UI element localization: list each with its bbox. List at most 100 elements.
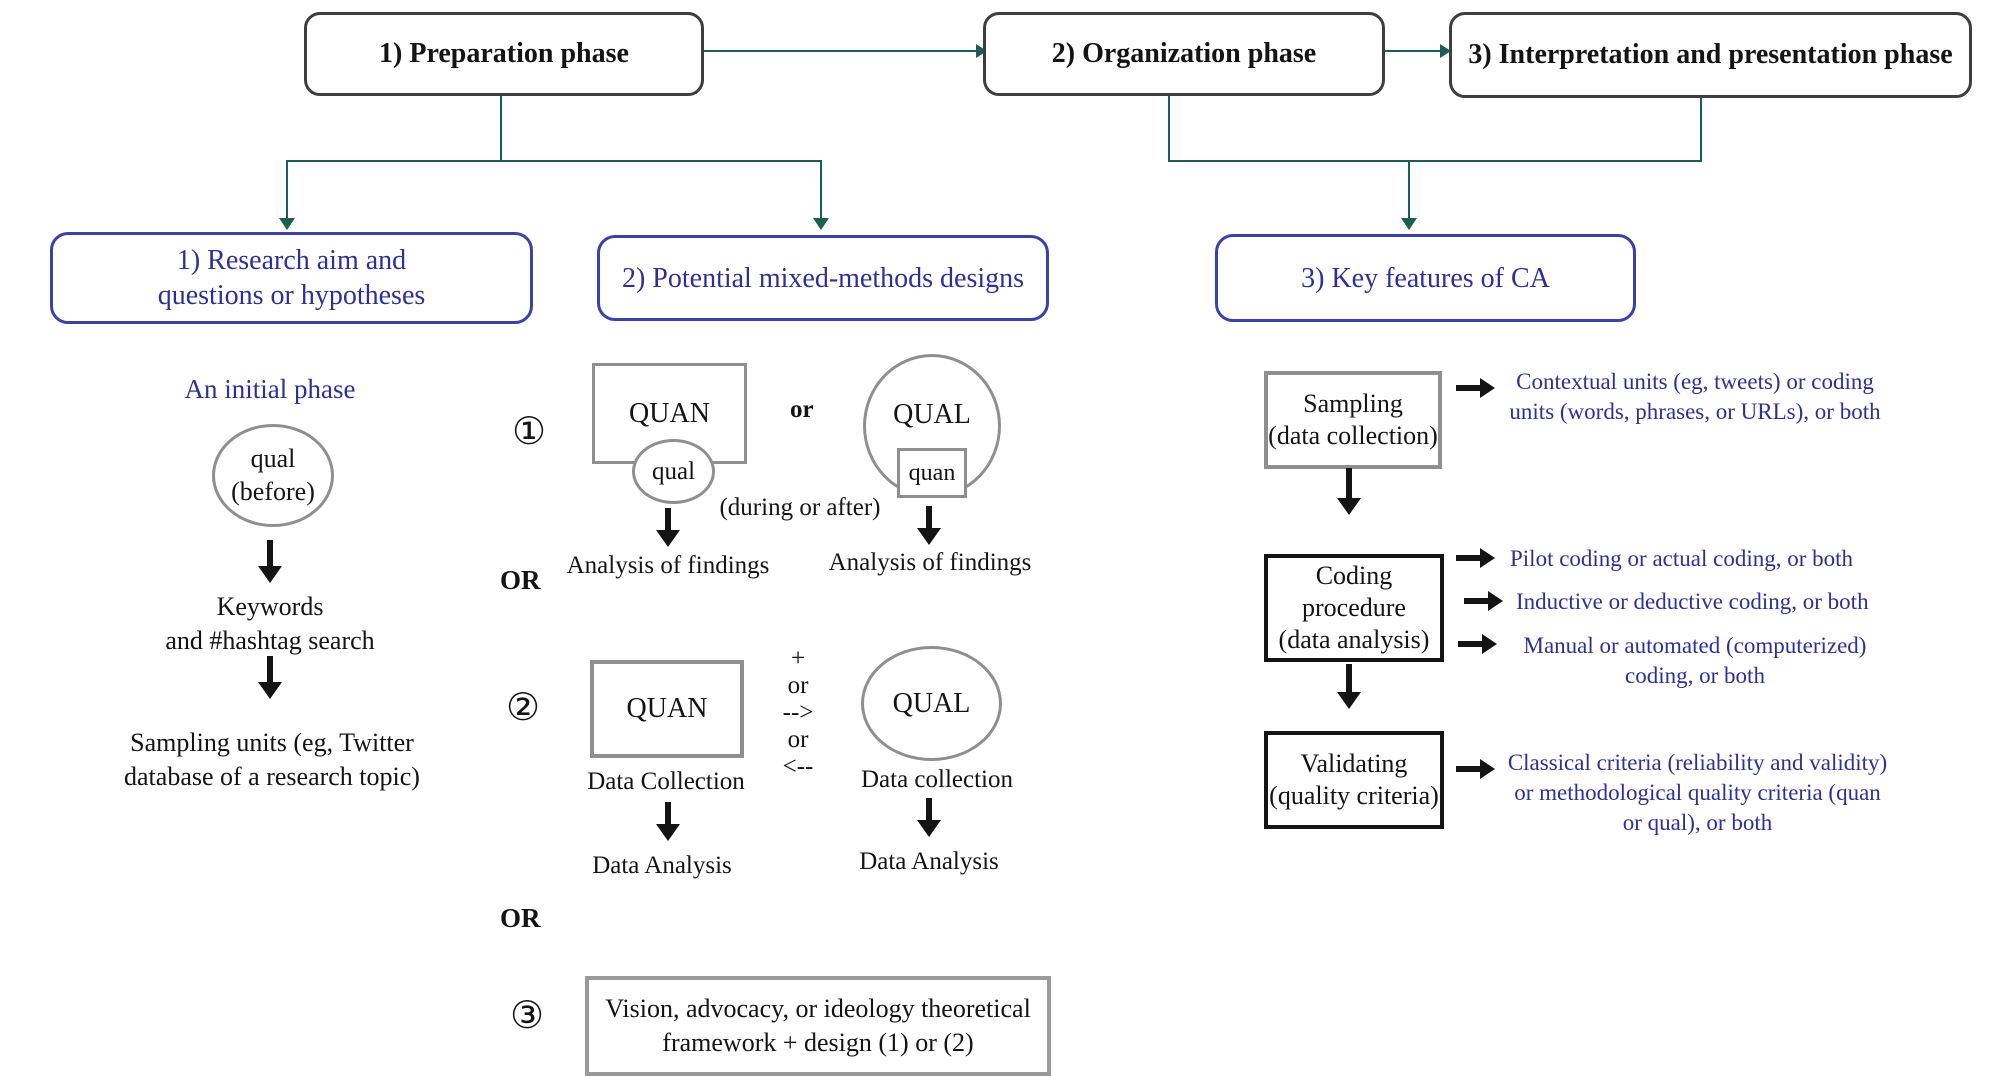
arrowhead-into-phase2 — [976, 44, 987, 58]
down-arrow-design1-right — [916, 506, 942, 545]
phase-3-label: 3) Interpretation and presentation phase — [1468, 39, 1953, 70]
phase-box-interpretation: 3) Interpretation and presentation phase — [1449, 12, 1972, 98]
design1-or-label: or — [790, 396, 814, 423]
right-arrow-coding-1 — [1456, 548, 1495, 568]
mixed-methods-label: 2) Potential mixed-methods designs — [621, 262, 1025, 294]
design2-conn-plus: + — [790, 645, 806, 672]
design1-quan-label: QUAN — [629, 397, 710, 429]
phase-box-preparation: 1) Preparation phase — [304, 12, 704, 96]
validating-box-line2: (quality criteria) — [1269, 781, 1439, 810]
arrowhead-into-key-features — [1401, 218, 1417, 230]
arrowhead-into-research-aim — [279, 218, 295, 230]
data-analysis-right: Data Analysis — [859, 848, 999, 875]
validating-note-line1: Classical criteria (reliability and vali… — [1507, 750, 1888, 775]
design3-line2: framework + design (1) or (2) — [662, 1028, 974, 1057]
initial-phase-label: An initial phase — [184, 374, 356, 404]
down-arrow-right-1 — [1336, 468, 1362, 515]
design1-quan-box-small: quan — [897, 448, 967, 498]
right-arrow-coding-3 — [1458, 634, 1497, 654]
coding-note-1: Pilot coding or actual coding, or both — [1510, 546, 1854, 571]
research-aim-line1: 1) Research aim and — [176, 245, 407, 276]
right-arrow-sampling — [1456, 378, 1495, 398]
design3-box: Vision, advocacy, or ideology theoretica… — [585, 976, 1051, 1076]
down-arrow-design2-left — [655, 802, 681, 841]
keywords-line2: and #hashtag search — [165, 625, 375, 655]
design2-connector-stack: + or --> or <-- — [762, 645, 834, 780]
design2-qual-label: QUAL — [892, 687, 971, 719]
design1-number: ① — [512, 409, 547, 453]
key-features-box: 3) Key features of CA — [1215, 234, 1636, 322]
arrowhead-into-mixed-methods — [813, 218, 829, 230]
connector-phase2-phase3 — [1380, 50, 1440, 52]
coding-note-3: Manual or automated (computerized) codin… — [1495, 631, 1895, 691]
coding-box-line1: Coding — [1315, 561, 1393, 591]
validating-note-line2: or methodological quality criteria (quan — [1514, 779, 1881, 805]
connector-to-mixed-methods — [820, 160, 822, 218]
sampling-box-line2: (data collection) — [1268, 421, 1438, 450]
down-arrow-left-2 — [257, 656, 283, 699]
sampling-box-line1: Sampling — [1303, 388, 1403, 418]
connector-phase23-merge — [1168, 160, 1702, 162]
coding-box-line3: (data analysis) — [1278, 624, 1430, 654]
key-features-label: 3) Key features of CA — [1301, 262, 1550, 294]
down-arrow-right-2 — [1336, 664, 1362, 709]
data-analysis-left: Data Analysis — [592, 852, 732, 879]
qual-before-line2: (before) — [231, 476, 315, 506]
connector-phase2-drop — [1168, 91, 1170, 161]
qual-before-oval: qual (before) — [212, 424, 334, 527]
right-arrow-coding-2 — [1464, 591, 1503, 611]
keywords-label: Keywords and #hashtag search — [95, 590, 445, 658]
sampling-box: Sampling (data collection) — [1264, 371, 1442, 469]
design1-quan-embedded-label: quan — [908, 459, 956, 486]
qual-before-line1: qual — [250, 444, 296, 473]
design2-conn-or2: or — [787, 726, 809, 753]
phase-box-organization: 2) Organization phase — [983, 12, 1385, 96]
connector-phase1-phase2 — [700, 50, 976, 52]
sampling-units-line2: database of a research topic) — [124, 761, 420, 791]
data-collection-right: Data collection — [860, 766, 1013, 793]
down-arrow-design2-right — [916, 798, 942, 837]
coding-box-line2: procedure — [1302, 593, 1406, 623]
design2-qual-oval: QUAL — [861, 646, 1002, 761]
design1-qual-oval: qual — [632, 439, 715, 504]
validating-box-line1: Validating — [1300, 748, 1408, 778]
validating-note-line3: or qual), or both — [1622, 809, 1773, 835]
arrowhead-into-phase3 — [1440, 44, 1451, 58]
phase-2-label: 2) Organization phase — [1051, 38, 1317, 69]
design2-number: ② — [506, 685, 541, 729]
validating-box: Validating (quality criteria) — [1264, 731, 1444, 829]
design1-qual-embedded-label: qual — [651, 457, 696, 485]
sampling-note-line2: units (words, phrases, or URLs), or both — [1509, 398, 1881, 424]
data-collection-left: Data Collection — [587, 768, 745, 795]
design2-conn-or1: or — [787, 672, 809, 699]
or-divider-1: OR — [500, 565, 541, 595]
design1-timing-label: (during or after) — [719, 494, 881, 521]
connector-to-key-features — [1408, 160, 1410, 218]
design2-conn-right-arrow: --> — [782, 699, 814, 726]
design2-quan-label: QUAN — [626, 693, 708, 724]
research-aim-box: 1) Research aim and questions or hypothe… — [50, 232, 533, 324]
mixed-methods-box: 2) Potential mixed-methods designs — [597, 235, 1049, 321]
connector-phase3-drop — [1700, 94, 1702, 161]
analysis-findings-left: Analysis of findings — [566, 552, 770, 579]
down-arrow-design1-left — [655, 508, 681, 547]
or-divider-2: OR — [500, 903, 541, 933]
coding-note-3-line1: Manual or automated (computerized) — [1523, 633, 1867, 658]
connector-phase1-drop — [500, 91, 502, 161]
coding-note-3-line2: coding, or both — [1625, 662, 1765, 688]
design2-quan-box: QUAN — [590, 660, 744, 758]
sampling-note: Contextual units (eg, tweets) or coding … — [1500, 367, 1890, 427]
analysis-findings-right: Analysis of findings — [828, 549, 1032, 576]
design2-conn-left-arrow: <-- — [782, 753, 814, 780]
design3-number: ③ — [510, 993, 545, 1037]
design1-qual-label: QUAL — [893, 399, 971, 430]
connector-to-research-aim — [286, 160, 288, 218]
sampling-note-line1: Contextual units (eg, tweets) or coding — [1516, 369, 1874, 394]
design3-line1: Vision, advocacy, or ideology theoretica… — [605, 994, 1031, 1024]
phase-1-label: 1) Preparation phase — [379, 38, 629, 69]
sampling-units-label: Sampling units (eg, Twitter database of … — [72, 726, 472, 794]
validating-note: Classical criteria (reliability and vali… — [1495, 748, 1900, 838]
down-arrow-left-1 — [257, 540, 283, 583]
right-arrow-validating — [1456, 759, 1495, 779]
